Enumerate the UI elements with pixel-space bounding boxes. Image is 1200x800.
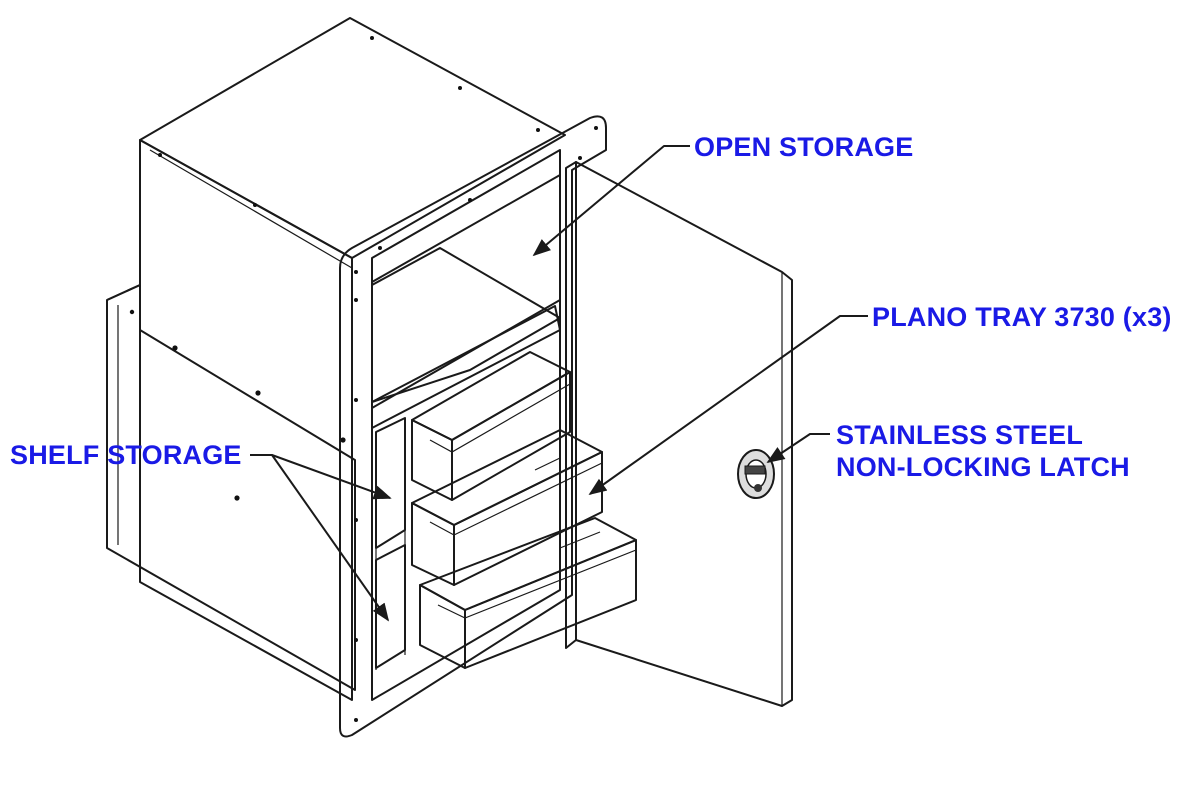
- shelf-upper: [375, 417, 406, 549]
- latch-icon: [737, 449, 775, 499]
- leader-shelf-lower: [271, 454, 390, 622]
- tray-2: [411, 429, 603, 586]
- label-latch-line2: NON-LOCKING LATCH: [836, 452, 1130, 482]
- door-panel: [575, 161, 793, 707]
- tray-3: [419, 517, 637, 669]
- leader-lines: [250, 145, 868, 622]
- leader-latch: [766, 433, 830, 463]
- label-latch-line1: STAINLESS STEEL: [836, 420, 1083, 450]
- front-flange: [339, 115, 607, 738]
- plano-trays: [411, 351, 637, 669]
- interior-back-wall: [371, 149, 561, 409]
- leader-shelf-upper: [250, 454, 392, 500]
- shelf-storage-column: [375, 417, 406, 670]
- cabinet-body: [106, 17, 566, 701]
- shelf-lower: [375, 544, 406, 669]
- lower-side-panel: [106, 284, 356, 691]
- flange-frame: [339, 115, 607, 738]
- label-open-storage: OPEN STORAGE: [694, 132, 913, 162]
- callout-labels: OPEN STORAGE PLANO TRAY 3730 (x3) STAINL…: [10, 132, 1172, 482]
- label-plano-tray: PLANO TRAY 3730 (x3): [872, 302, 1172, 332]
- leader-open-storage: [532, 145, 690, 257]
- leader-plano-tray: [588, 315, 868, 496]
- tray-1: [411, 351, 571, 501]
- label-shelf-storage: SHELF STORAGE: [10, 440, 242, 470]
- left-side-panel: [139, 139, 353, 701]
- cabinet-door: [565, 161, 793, 707]
- top-panel: [139, 17, 566, 259]
- shelf-front-edge: [371, 305, 561, 429]
